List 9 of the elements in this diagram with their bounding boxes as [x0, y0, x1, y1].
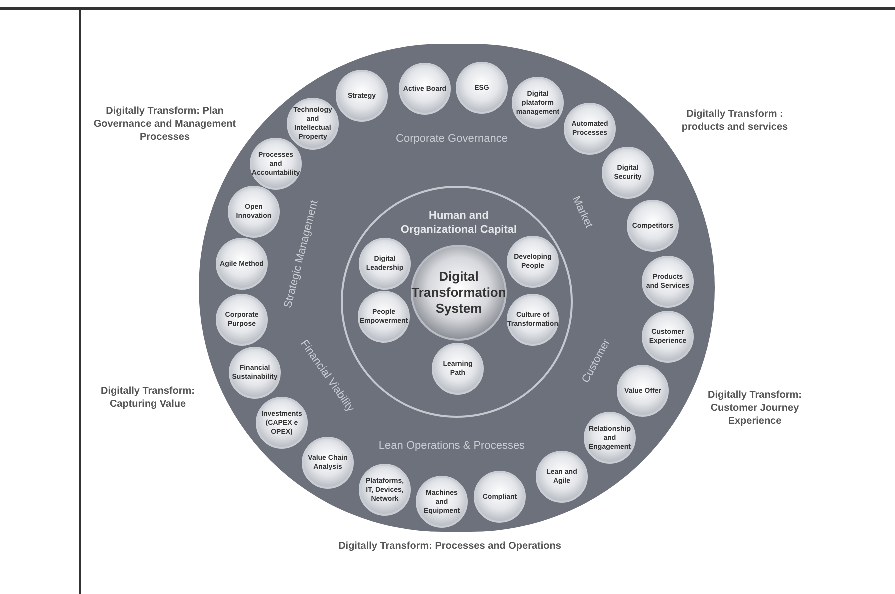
perspective-caption: Digitally Transform: Capturing Value [100, 385, 196, 411]
topic-text: Digital Transformation System [410, 269, 508, 317]
sector-label: Corporate Governance [395, 133, 509, 146]
perspective-caption: Digitally Transform: Plan Governance and Management Processes [92, 105, 238, 144]
perspective-caption: Digitally Transform: Customer Journey Experience [707, 389, 803, 428]
perspective-caption: Digitally Transform : products and services [680, 108, 790, 134]
ring-title: Human and Organizational Capital [400, 209, 518, 237]
perspective-caption: Digitally Transform: Processes and Operations [338, 540, 562, 553]
sector-label: Lean Operations & Processes [378, 440, 526, 453]
